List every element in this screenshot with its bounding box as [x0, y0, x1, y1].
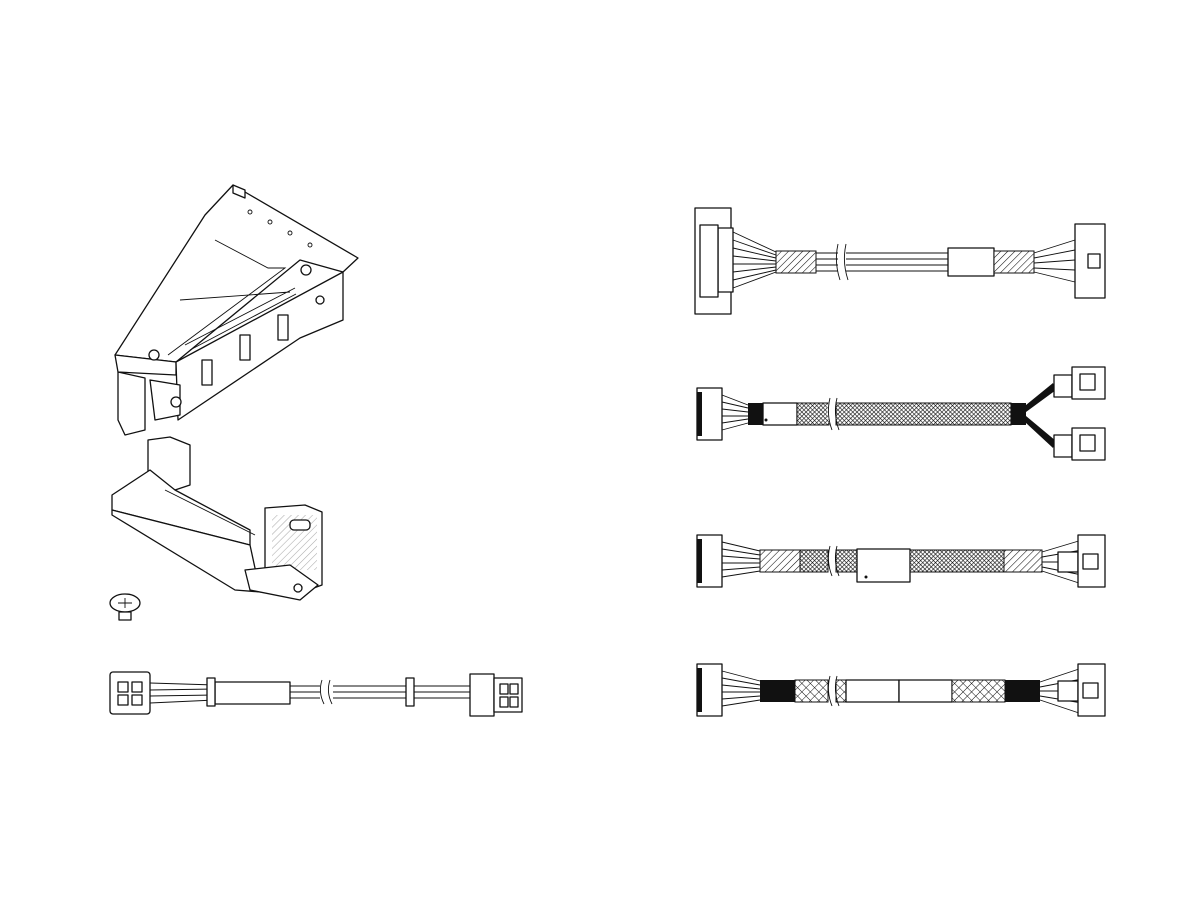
cable-2-y-split	[696, 366, 1106, 461]
cable-4	[696, 663, 1106, 717]
screw	[109, 593, 141, 621]
riser-cage	[114, 184, 359, 436]
riser-bracket	[111, 436, 323, 601]
cable-1	[694, 207, 1106, 315]
power-cable	[109, 671, 523, 717]
cable-3	[696, 534, 1106, 588]
